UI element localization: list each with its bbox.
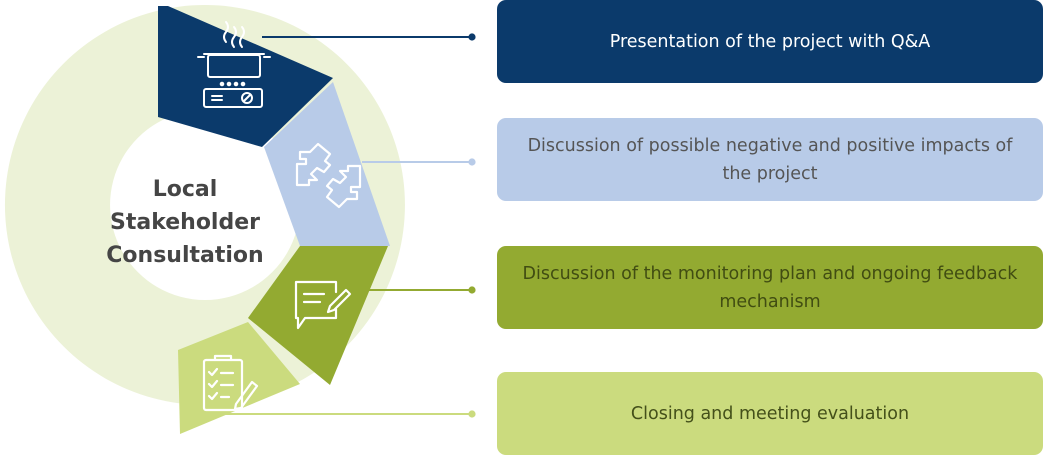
center-title: Local Stakeholder Consultation [95, 173, 275, 272]
segment-closing [178, 322, 300, 434]
step-box-impacts: Discussion of possible negative and posi… [497, 118, 1043, 201]
step-box-presentation: Presentation of the project with Q&A [497, 0, 1043, 83]
step-label-closing: Closing and meeting evaluation [630, 403, 910, 424]
step-label-impacts: Discussion of possible negative and posi… [527, 135, 1013, 184]
connector-1 [262, 33, 476, 41]
step-label-presentation: Presentation of the project with Q&A [609, 31, 931, 52]
connector-4 [222, 410, 476, 418]
step-label-monitoring: Discussion of the monitoring plan and on… [522, 263, 1018, 312]
center-title-line-1: Local [152, 177, 218, 202]
puzzle-pieces-icon [295, 142, 362, 209]
clipboard-checklist-icon [202, 354, 259, 412]
step-box-closing: Closing and meeting evaluation [497, 372, 1043, 455]
step-box-monitoring: Discussion of the monitoring plan and on… [497, 246, 1043, 329]
connector-2 [362, 158, 476, 166]
chat-edit-icon [294, 280, 352, 330]
cooking-pot-stove-icon [197, 21, 271, 108]
center-title-line-2: Stakeholder [109, 210, 260, 235]
segment-monitoring [248, 246, 388, 385]
center-title-line-3: Consultation [106, 243, 264, 268]
